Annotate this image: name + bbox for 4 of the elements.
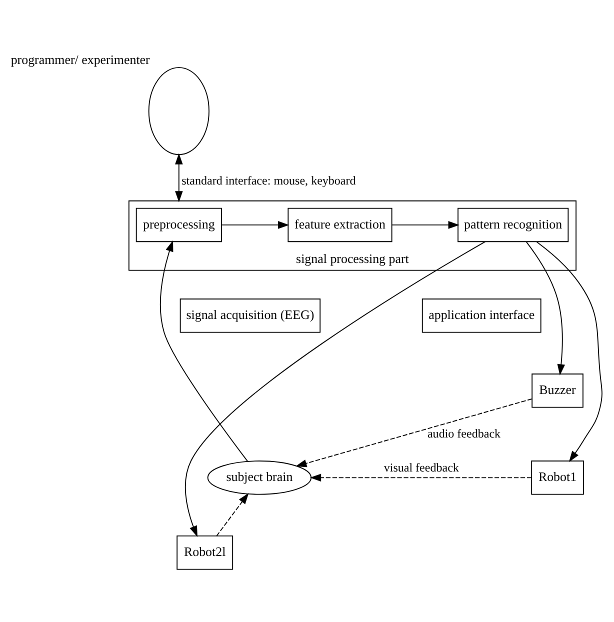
edge-label: audio feedback xyxy=(427,426,501,440)
edge-label: visual feedback xyxy=(384,460,459,474)
node-label: programmer/ experimenter xyxy=(10,52,150,67)
edge-label: standard interface: mouse, keyboard xyxy=(182,173,356,188)
